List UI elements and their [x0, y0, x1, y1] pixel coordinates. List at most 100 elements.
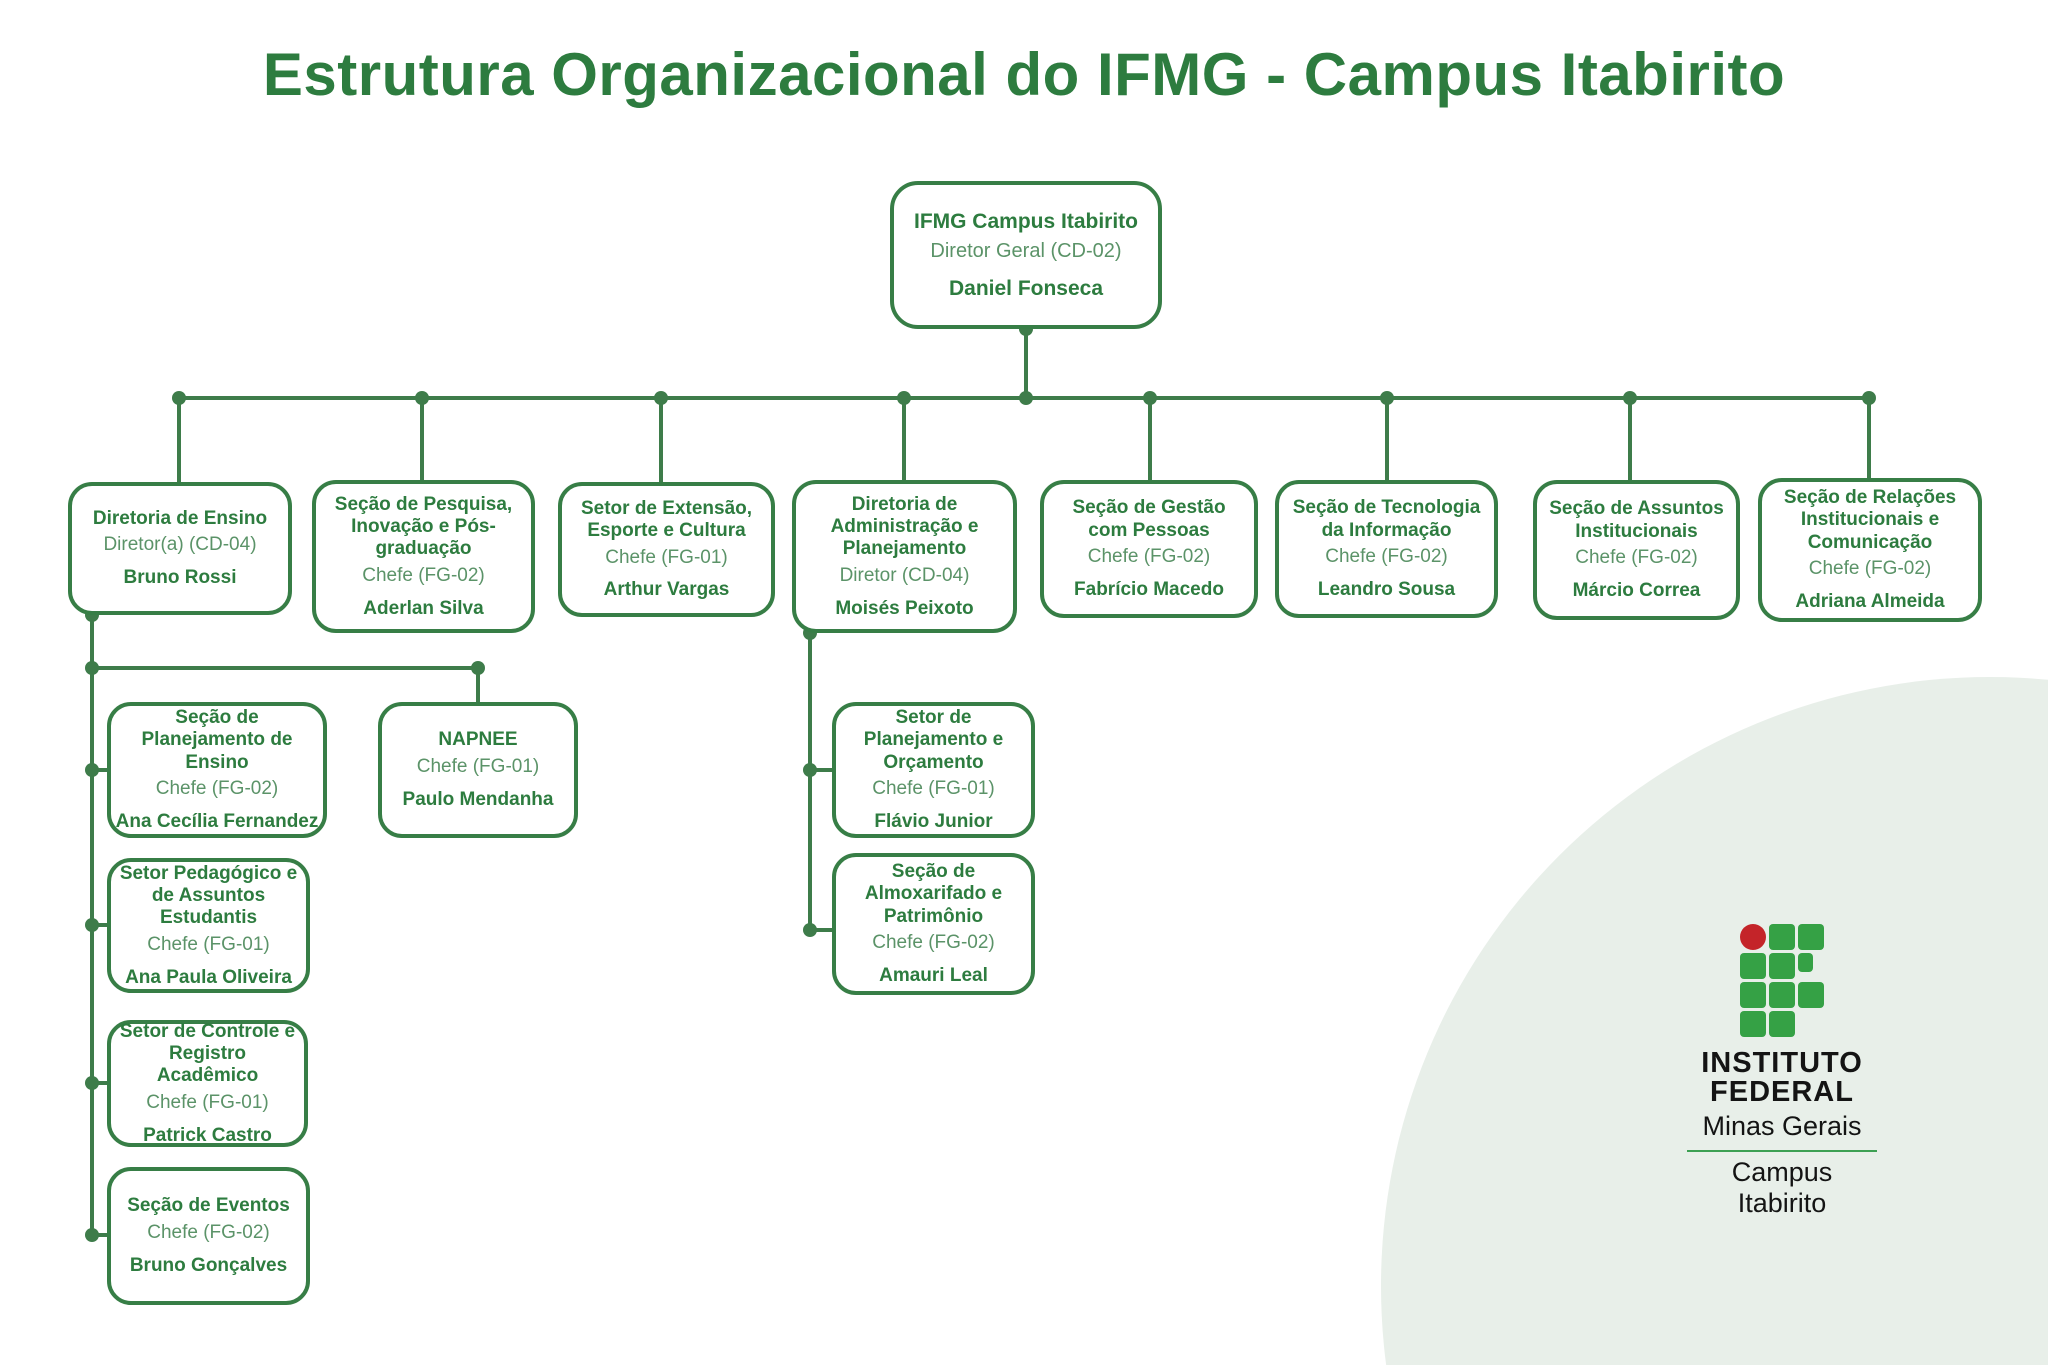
connector-junction-dot [85, 1076, 99, 1090]
connector-junction-dot [85, 763, 99, 777]
org-node-unit: Diretoria de Ensino [92, 507, 268, 529]
connector-junction-dot [471, 661, 485, 675]
logo-line-itabirito: Itabirito [1737, 1188, 1827, 1218]
org-node-role: Chefe (FG-02) [1325, 546, 1448, 568]
connector-junction-dot [803, 923, 817, 937]
org-node-pesquisa: Seção de Pesquisa, Inovação e Pós-gradua… [312, 480, 535, 633]
org-node-person: Arthur Vargas [603, 579, 730, 601]
org-node-unit: Seção de Almoxarifado e Patrimônio [864, 861, 1003, 927]
org-node-pedagogico: Setor Pedagógico e de Assuntos Estudanti… [107, 858, 310, 993]
logo-green-square-icon [1769, 982, 1795, 1008]
org-node-person: Daniel Fonseca [948, 277, 1104, 301]
org-node-unit: Setor de Planejamento e Orçamento [863, 707, 1004, 773]
org-node-unit: Setor de Extensão, Esporte e Cultura [580, 497, 753, 542]
connector-junction-dot [172, 391, 186, 405]
logo-green-square-icon [1798, 953, 1813, 972]
logo-green-square-icon [1740, 1011, 1766, 1037]
logo-line-instituto: INSTITUTO [1701, 1047, 1863, 1079]
org-node-admin: Diretoria de Administração e Planejament… [792, 480, 1017, 633]
ifmg-logo-mark-icon [1740, 924, 1824, 1037]
org-node-role: Chefe (FG-02) [1575, 547, 1698, 569]
logo-line-campus: Campus [1731, 1157, 1833, 1187]
org-node-unit: Seção de Assuntos Institucionais [1549, 498, 1724, 542]
org-node-person: Adriana Almeida [1795, 591, 1945, 613]
org-node-person: Ana Paula Oliveira [125, 966, 292, 988]
org-node-unit: Seção de Tecnologia da Informação [1292, 497, 1481, 541]
connector-junction-dot [1623, 391, 1637, 405]
connector-junction-dot [803, 763, 817, 777]
org-node-unit: Diretoria de Administração e Planejament… [830, 493, 979, 560]
logo-green-square-icon [1798, 982, 1824, 1008]
connector-junction-dot [1862, 391, 1876, 405]
org-node-person: Márcio Correa [1572, 579, 1701, 601]
logo-line-minas-gerais: Minas Gerais [1702, 1111, 1862, 1141]
org-node-role: Diretor Geral (CD-02) [930, 240, 1122, 263]
org-node-person: Amauri Leal [879, 965, 988, 987]
logo-green-square-icon [1769, 924, 1795, 950]
org-node-role: Chefe (FG-01) [146, 1091, 269, 1113]
org-node-unit: IFMG Campus Itabirito [913, 209, 1138, 233]
org-node-role: Diretor (CD-04) [839, 564, 970, 586]
org-node-person: Flávio Junior [874, 811, 993, 833]
org-node-role: Chefe (FG-01) [605, 546, 728, 568]
org-node-person: Aderlan Silva [363, 597, 484, 619]
org-node-role: Chefe (FG-01) [147, 933, 270, 955]
org-node-unit: Seção de Gestão com Pessoas [1072, 497, 1226, 541]
connector-junction-dot [1380, 391, 1394, 405]
connector-junction-dot [897, 391, 911, 405]
org-node-unit: Setor de Controle e Registro Acadêmico [119, 1020, 296, 1087]
connector-junction-dot [1143, 391, 1157, 405]
logo-divider [1687, 1150, 1877, 1152]
logo-green-square-icon [1769, 953, 1795, 979]
org-node-role: Diretor(a) (CD-04) [103, 534, 257, 556]
page-title: Estrutura Organizacional do IFMG - Campu… [262, 41, 1786, 108]
connector-junction-dot [85, 1228, 99, 1242]
org-node-person: Moisés Peixoto [835, 597, 974, 619]
logo-green-square-icon [1769, 1011, 1795, 1037]
org-node-role: Chefe (FG-02) [155, 778, 279, 800]
org-node-person: Paulo Mendanha [402, 788, 554, 810]
org-node-person: Patrick Castro [143, 1124, 272, 1146]
org-node-role: Chefe (FG-02) [147, 1221, 270, 1243]
org-node-person: Bruno Gonçalves [129, 1254, 288, 1276]
org-node-role: Chefe (FG-02) [872, 932, 995, 954]
ifmg-logo-text: INSTITUTO FEDERAL Minas Gerais Campus It… [1660, 1049, 1904, 1219]
connector-junction-dot [654, 391, 668, 405]
connector-junction-dot [85, 661, 99, 675]
org-node-person: Fabrício Macedo [1074, 578, 1224, 600]
org-node-role: Chefe (FG-02) [1087, 546, 1211, 568]
connector-junction-dot [1019, 391, 1033, 405]
org-node-role: Chefe (FG-01) [416, 755, 540, 777]
logo-green-square-icon [1740, 982, 1766, 1008]
org-node-unit: NAPNEE [438, 729, 518, 751]
org-node-unit: Seção de Planejamento de Ensino [141, 707, 293, 773]
org-node-relacoes: Seção de Relações Institucionais e Comun… [1758, 478, 1982, 622]
org-node-unit: Seção de Relações Institucionais e Comun… [1783, 487, 1957, 553]
org-node-person: Ana Cecília Fernandez [115, 811, 319, 833]
org-node-unit: Setor Pedagógico e de Assuntos Estudanti… [119, 862, 298, 929]
connector-junction-dot [415, 391, 429, 405]
org-node-unit: Seção de Eventos [127, 1195, 290, 1217]
logo-green-square-icon [1740, 953, 1766, 979]
logo-red-circle-icon [1740, 924, 1766, 950]
org-node-person: Leandro Sousa [1317, 578, 1456, 600]
org-node-person: Bruno Rossi [123, 567, 237, 589]
org-node-role: Chefe (FG-02) [1808, 558, 1932, 580]
org-node-unit: Seção de Pesquisa, Inovação e Pós-gradua… [334, 493, 513, 560]
org-node-role: Chefe (FG-02) [362, 564, 485, 586]
logo-line-federal: FEDERAL [1710, 1076, 1854, 1108]
org-node-role: Chefe (FG-01) [872, 778, 995, 800]
org-node-napnee: NAPNEE Chefe (FG-01) Paulo Mendanha [378, 702, 578, 838]
